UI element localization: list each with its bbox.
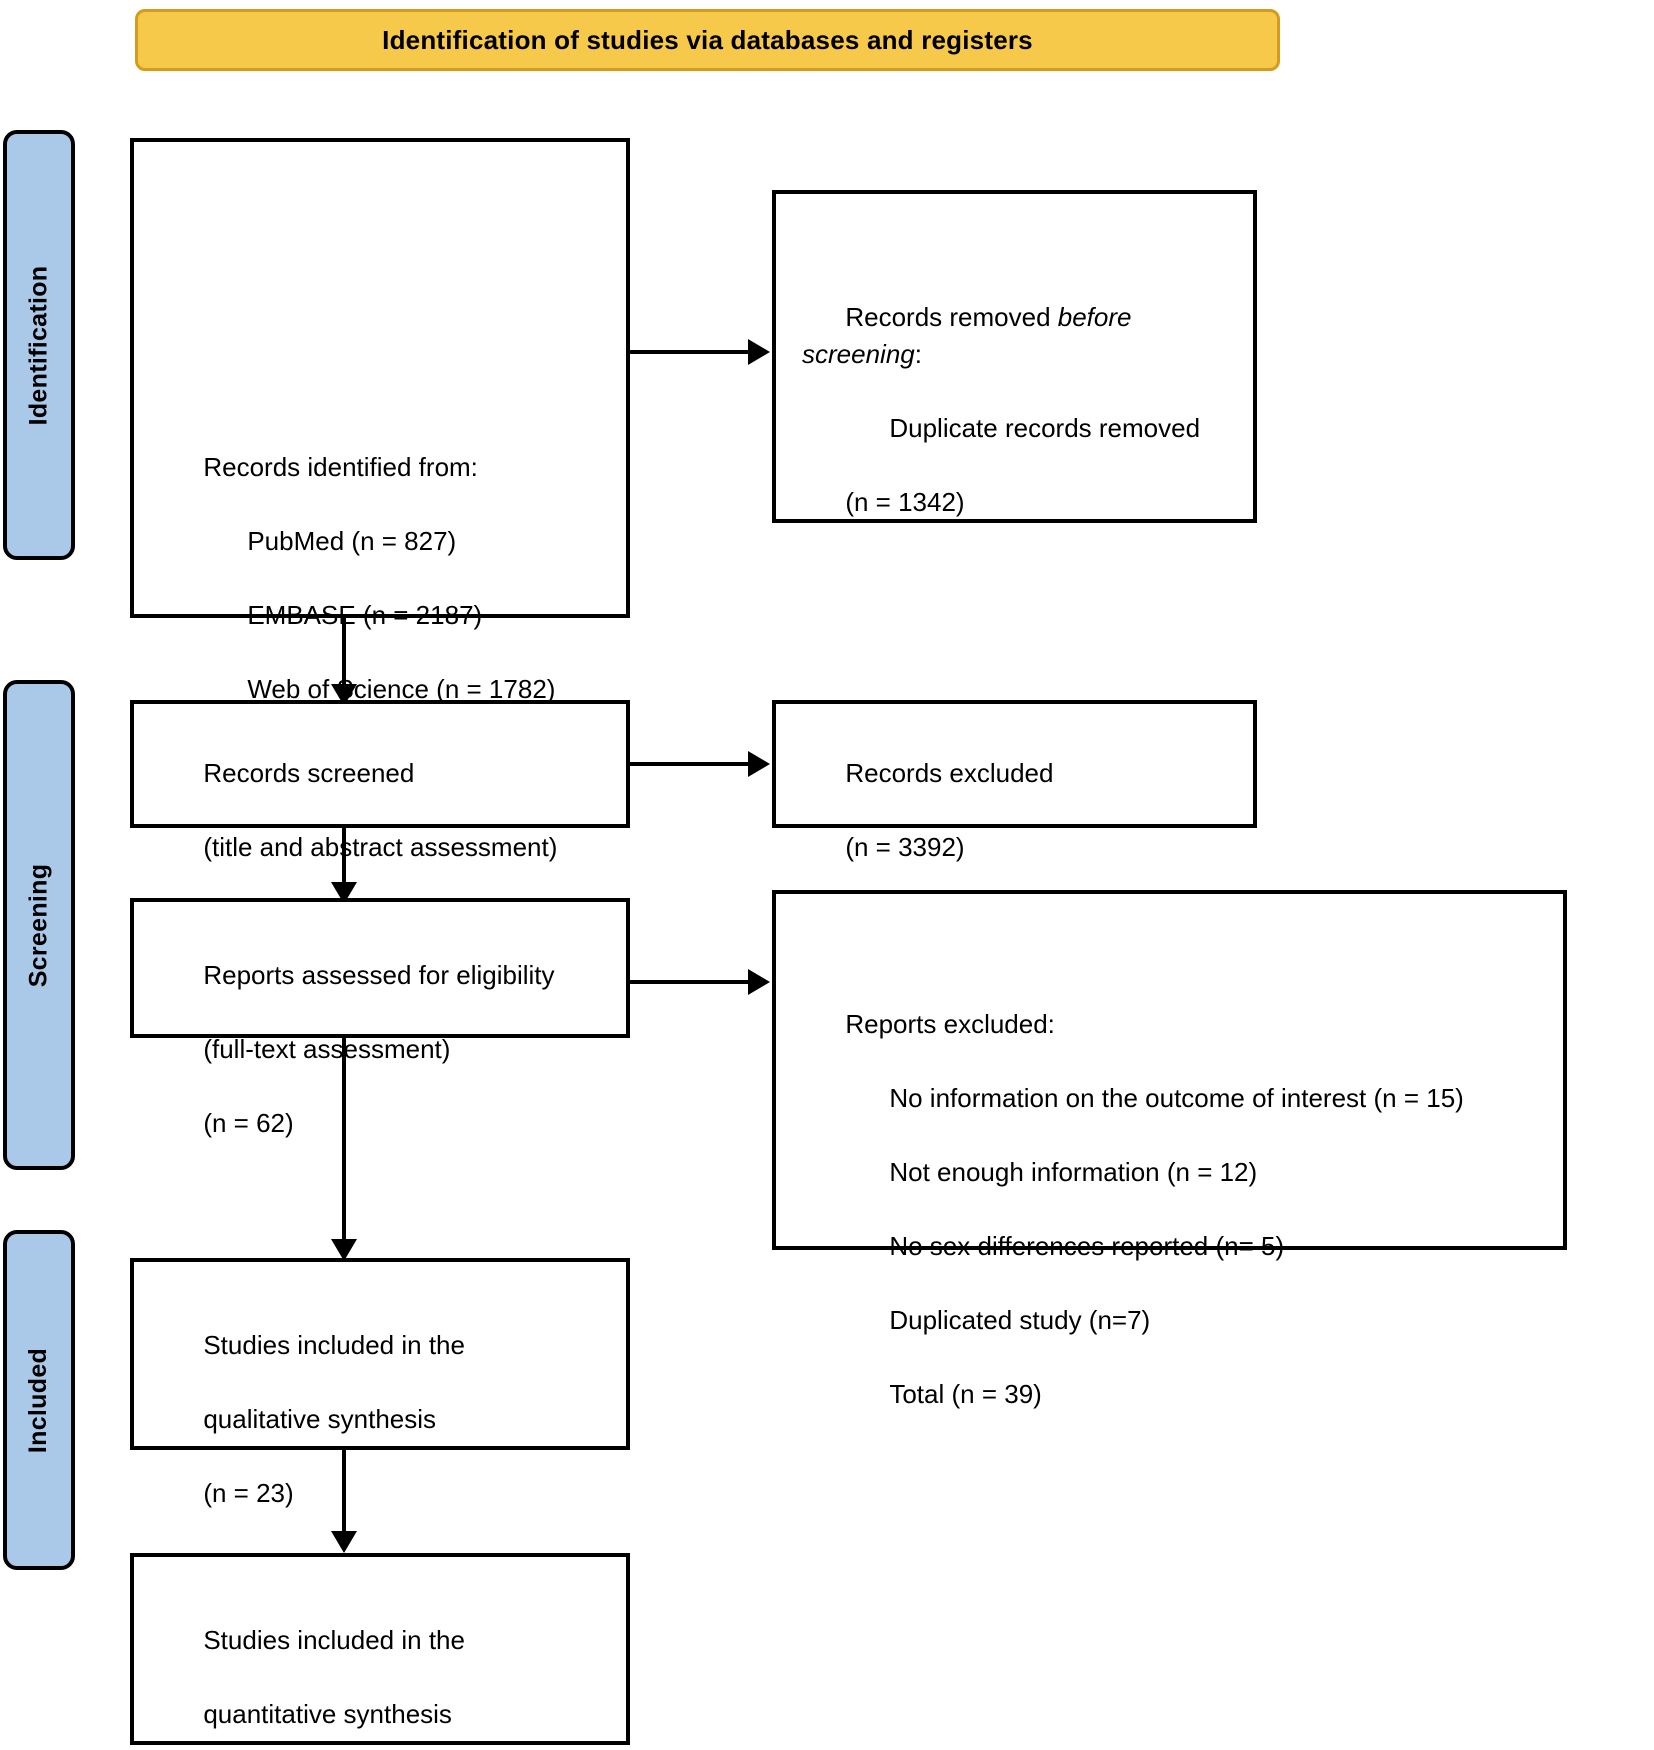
records-identified-source-0: PubMed (n = 827) [247,526,457,556]
records-removed-heading-colon: : [914,339,922,369]
stage-label-identification: Identification [3,130,75,560]
connector-identified-to-screened-line [342,618,346,688]
box-qualitative-synthesis: Studies included in the qualitative synt… [130,1258,630,1508]
qualitative-line3: (n = 23) [203,1478,294,1508]
records-identified-source-1: EMBASE (n = 2187) [247,600,483,630]
reports-excluded-reason-4: Total (n = 39) [889,1379,1042,1409]
reports-excluded-reason-3: Duplicated study (n=7) [889,1305,1151,1335]
reports-excluded-heading: Reports excluded: [845,1009,1055,1039]
reports-assessed-line2: (full-text assessment) [203,1034,451,1064]
connector-assessed-to-reports-excluded-arrowhead [748,969,770,995]
box-records-screened: Records screened (title and abstract ass… [130,700,630,936]
records-excluded-line2: (n = 3392) [845,832,965,862]
box-records-excluded: Records excluded (n = 3392) [772,700,1257,862]
connector-qualitative-to-quantitative-arrowhead [331,1531,357,1553]
reports-excluded-reason-0: No information on the outcome of interes… [889,1083,1464,1113]
diagram-title: Identification of studies via databases … [382,24,1033,55]
reports-assessed-line3: (n = 62) [203,1108,294,1138]
reports-assessed-line1: Reports assessed for eligibility [203,960,555,990]
stage-label-identification-text: Identification [24,265,53,425]
stage-label-included: Included [3,1230,75,1570]
connector-assessed-to-reports-excluded-line [630,980,750,984]
records-removed-item-count: (n = 1342) [845,487,965,517]
records-removed-heading-italic: before screening [802,302,1139,369]
reports-excluded-reason-1: Not enough information (n = 12) [889,1157,1258,1187]
box-records-identified: Records identified from: PubMed (n = 827… [130,138,630,778]
connector-identified-to-removed-arrowhead [748,339,770,365]
reports-excluded-reason-2: No sex differences reported (n= 5) [889,1231,1285,1261]
diagram-header-banner: Identification of studies via databases … [135,9,1280,71]
connector-assessed-to-qualitative-line [342,1038,346,1243]
box-quantitative-synthesis: Studies included in the quantitative syn… [130,1553,630,1745]
records-removed-item: Duplicate records removed [889,413,1201,443]
box-reports-assessed: Reports assessed for eligibility (full-t… [130,898,630,1138]
quantitative-line1: Studies included in the [203,1625,465,1655]
qualitative-line1: Studies included in the [203,1330,465,1360]
box-reports-excluded: Reports excluded: No information on the … [772,890,1567,1409]
connector-screened-to-excluded-line [630,762,750,766]
connector-identified-to-removed-line [630,350,750,354]
records-removed-heading: Records removed [845,302,1058,332]
connector-qualitative-to-quantitative-line [342,1450,346,1535]
stage-label-included-text: Included [24,1347,53,1453]
connector-assessed-to-qualitative-arrowhead [331,1239,357,1261]
connector-screened-to-assessed-line [342,828,346,886]
quantitative-line2: quantitative synthesis [203,1699,452,1729]
stage-label-screening-text: Screening [24,863,53,987]
box-records-removed: Records removed before screening: Duplic… [772,190,1257,523]
records-screened-line2: (title and abstract assessment) [203,832,558,862]
qualitative-line2: qualitative synthesis [203,1404,437,1434]
records-screened-line1: Records screened [203,758,415,788]
records-excluded-line1: Records excluded [845,758,1054,788]
connector-screened-to-excluded-arrowhead [748,751,770,777]
stage-label-screening: Screening [3,680,75,1170]
records-identified-heading: Records identified from: [203,452,478,482]
